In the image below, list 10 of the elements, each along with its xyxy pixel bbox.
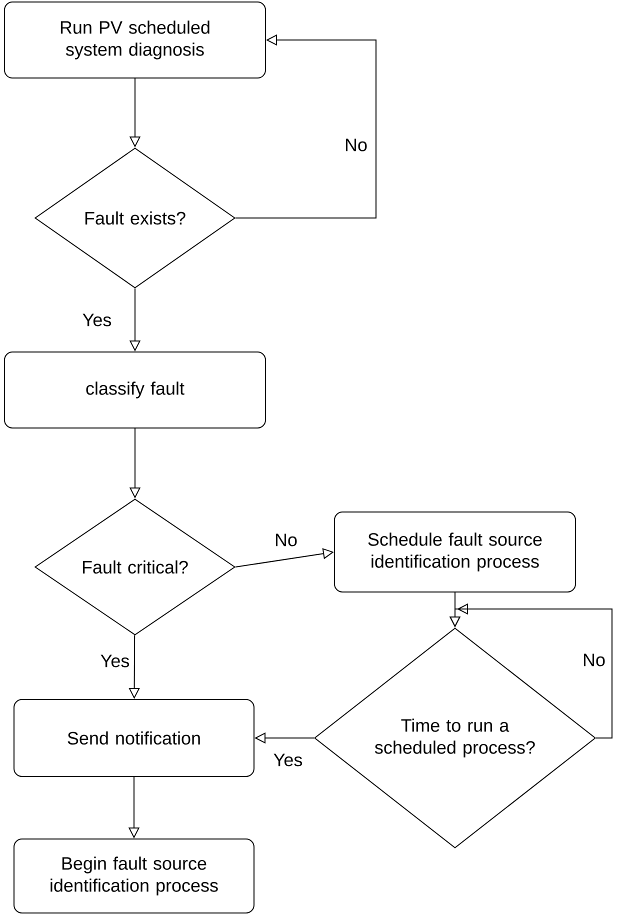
process-box: Begin fault source identification process [14, 838, 254, 914]
process-box: Schedule fault source identification process [334, 512, 576, 592]
edge-label: Yes [272, 752, 304, 768]
edge-label: Yes [99, 654, 131, 668]
edge-label: No [274, 532, 298, 548]
process-box: Run PV scheduled system diagnosis [4, 2, 266, 79]
process-box: Send notification [14, 699, 254, 777]
edge-label: Yes [81, 312, 113, 328]
process-box: classify fault [4, 352, 266, 428]
edge-label: No [344, 138, 368, 152]
